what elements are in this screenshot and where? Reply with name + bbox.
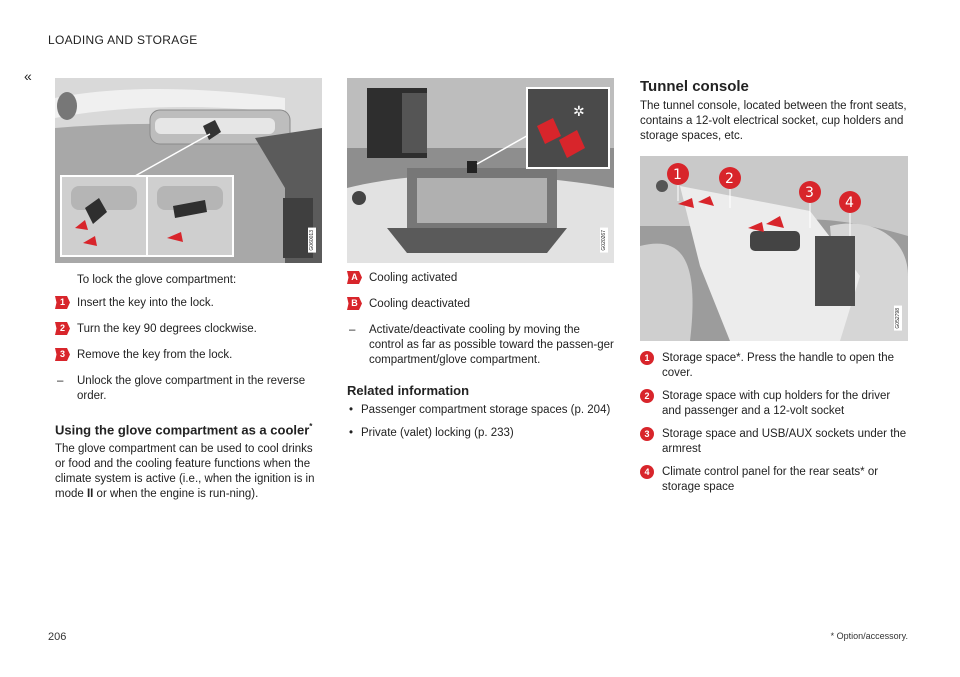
cooling-figure: ✲ G020267 — [347, 78, 614, 263]
footnote: * Option/accessory. — [830, 631, 908, 641]
column-cooling: ✲ G020267 A Cooling activated B Cooling … — [347, 78, 614, 449]
step-text: Insert the key into the lock. — [77, 297, 214, 309]
console-item-3: 3 Storage space and USB/AUX sockets unde… — [640, 427, 908, 457]
step-text: Cooling deactivated — [369, 298, 471, 310]
option-asterisk: * — [309, 422, 313, 431]
tunnel-console-figure: 1 2 3 4 G052798 — [640, 156, 908, 341]
related-link[interactable]: • Passenger compartment storage spaces (… — [347, 403, 614, 418]
dash-marker: – — [57, 375, 64, 387]
item-text: Storage space and USB/AUX sockets under … — [662, 428, 907, 455]
step-marker: B — [347, 297, 362, 310]
step-text: Turn the key 90 degrees clockwise. — [77, 323, 257, 335]
item-marker: 3 — [640, 427, 654, 441]
item-text: Storage space with cup holders for the d… — [662, 390, 891, 417]
step-marker: 3 — [55, 348, 70, 361]
step-1: 1 Insert the key into the lock. — [55, 296, 322, 311]
cooling-dash-step: – Activate/deactivate cooling by moving … — [347, 323, 614, 368]
bullet-icon: • — [349, 427, 354, 439]
unlock-step: – Unlock the glove compartment in the re… — [55, 374, 322, 404]
figure-code: G020267 — [600, 228, 608, 253]
dash-marker: – — [349, 324, 356, 336]
item-text: Climate control panel for the rear seats… — [662, 466, 879, 493]
svg-text:2: 2 — [725, 171, 734, 187]
step-3: 3 Remove the key from the lock. — [55, 348, 322, 363]
related-link-text[interactable]: Private (valet) locking (p. 233) — [361, 427, 514, 439]
page-number: 206 — [48, 631, 67, 643]
step-marker: 2 — [55, 322, 70, 335]
cooling-deactivated: B Cooling deactivated — [347, 297, 614, 312]
section-header: LOADING AND STORAGE — [48, 33, 198, 47]
column-tunnel-console: Tunnel console The tunnel console, locat… — [640, 78, 908, 503]
cooler-body: The glove compartment can be used to coo… — [55, 443, 315, 501]
svg-text:1: 1 — [673, 167, 682, 183]
svg-text:3: 3 — [805, 185, 814, 201]
glove-lock-figure: G060013 — [55, 78, 322, 263]
back-arrow-icon[interactable]: « — [24, 68, 32, 84]
step-2: 2 Turn the key 90 degrees clockwise. — [55, 322, 322, 337]
svg-text:✲: ✲ — [573, 104, 585, 120]
step-text: Remove the key from the lock. — [77, 349, 233, 361]
ignition-mode: II — [86, 488, 94, 501]
glove-compartment-illustration — [55, 78, 322, 263]
step-text: Cooling activated — [369, 272, 458, 284]
figure-code: G052798 — [894, 306, 902, 331]
console-item-1: 1 Storage space*. Press the handle to op… — [640, 351, 908, 381]
tunnel-console-heading: Tunnel console — [640, 78, 749, 95]
tunnel-console-intro: The tunnel console, located between the … — [640, 100, 907, 142]
cooling-control-illustration: ✲ — [347, 78, 614, 263]
svg-text:4: 4 — [845, 195, 854, 211]
lock-intro: To lock the glove compartment: — [77, 274, 237, 286]
related-link-text[interactable]: Passenger compartment storage spaces (p.… — [361, 404, 611, 416]
step-marker: A — [347, 271, 362, 284]
item-marker: 4 — [640, 465, 654, 479]
step-marker: 1 — [55, 296, 70, 309]
cooling-activated: A Cooling activated — [347, 271, 614, 286]
tunnel-console-illustration: 1 2 3 4 — [640, 156, 908, 341]
related-heading: Related information — [347, 383, 470, 398]
item-marker: 2 — [640, 389, 654, 403]
cooler-heading: Using the glove compartment as a cooler* — [55, 422, 313, 438]
console-item-4: 4 Climate control panel for the rear sea… — [640, 465, 908, 495]
item-marker: 1 — [640, 351, 654, 365]
step-text: Unlock the glove compartment in the reve… — [77, 375, 306, 402]
related-link[interactable]: • Private (valet) locking (p. 233) — [347, 426, 614, 441]
column-glove-lock: G060013 To lock the glove compartment: 1… — [55, 78, 322, 502]
step-text: Activate/deactivate cooling by moving th… — [369, 324, 614, 366]
item-text: Storage space*. Press the handle to open… — [662, 352, 895, 379]
bullet-icon: • — [349, 404, 354, 416]
console-item-2: 2 Storage space with cup holders for the… — [640, 389, 908, 419]
figure-code: G060013 — [308, 228, 316, 253]
